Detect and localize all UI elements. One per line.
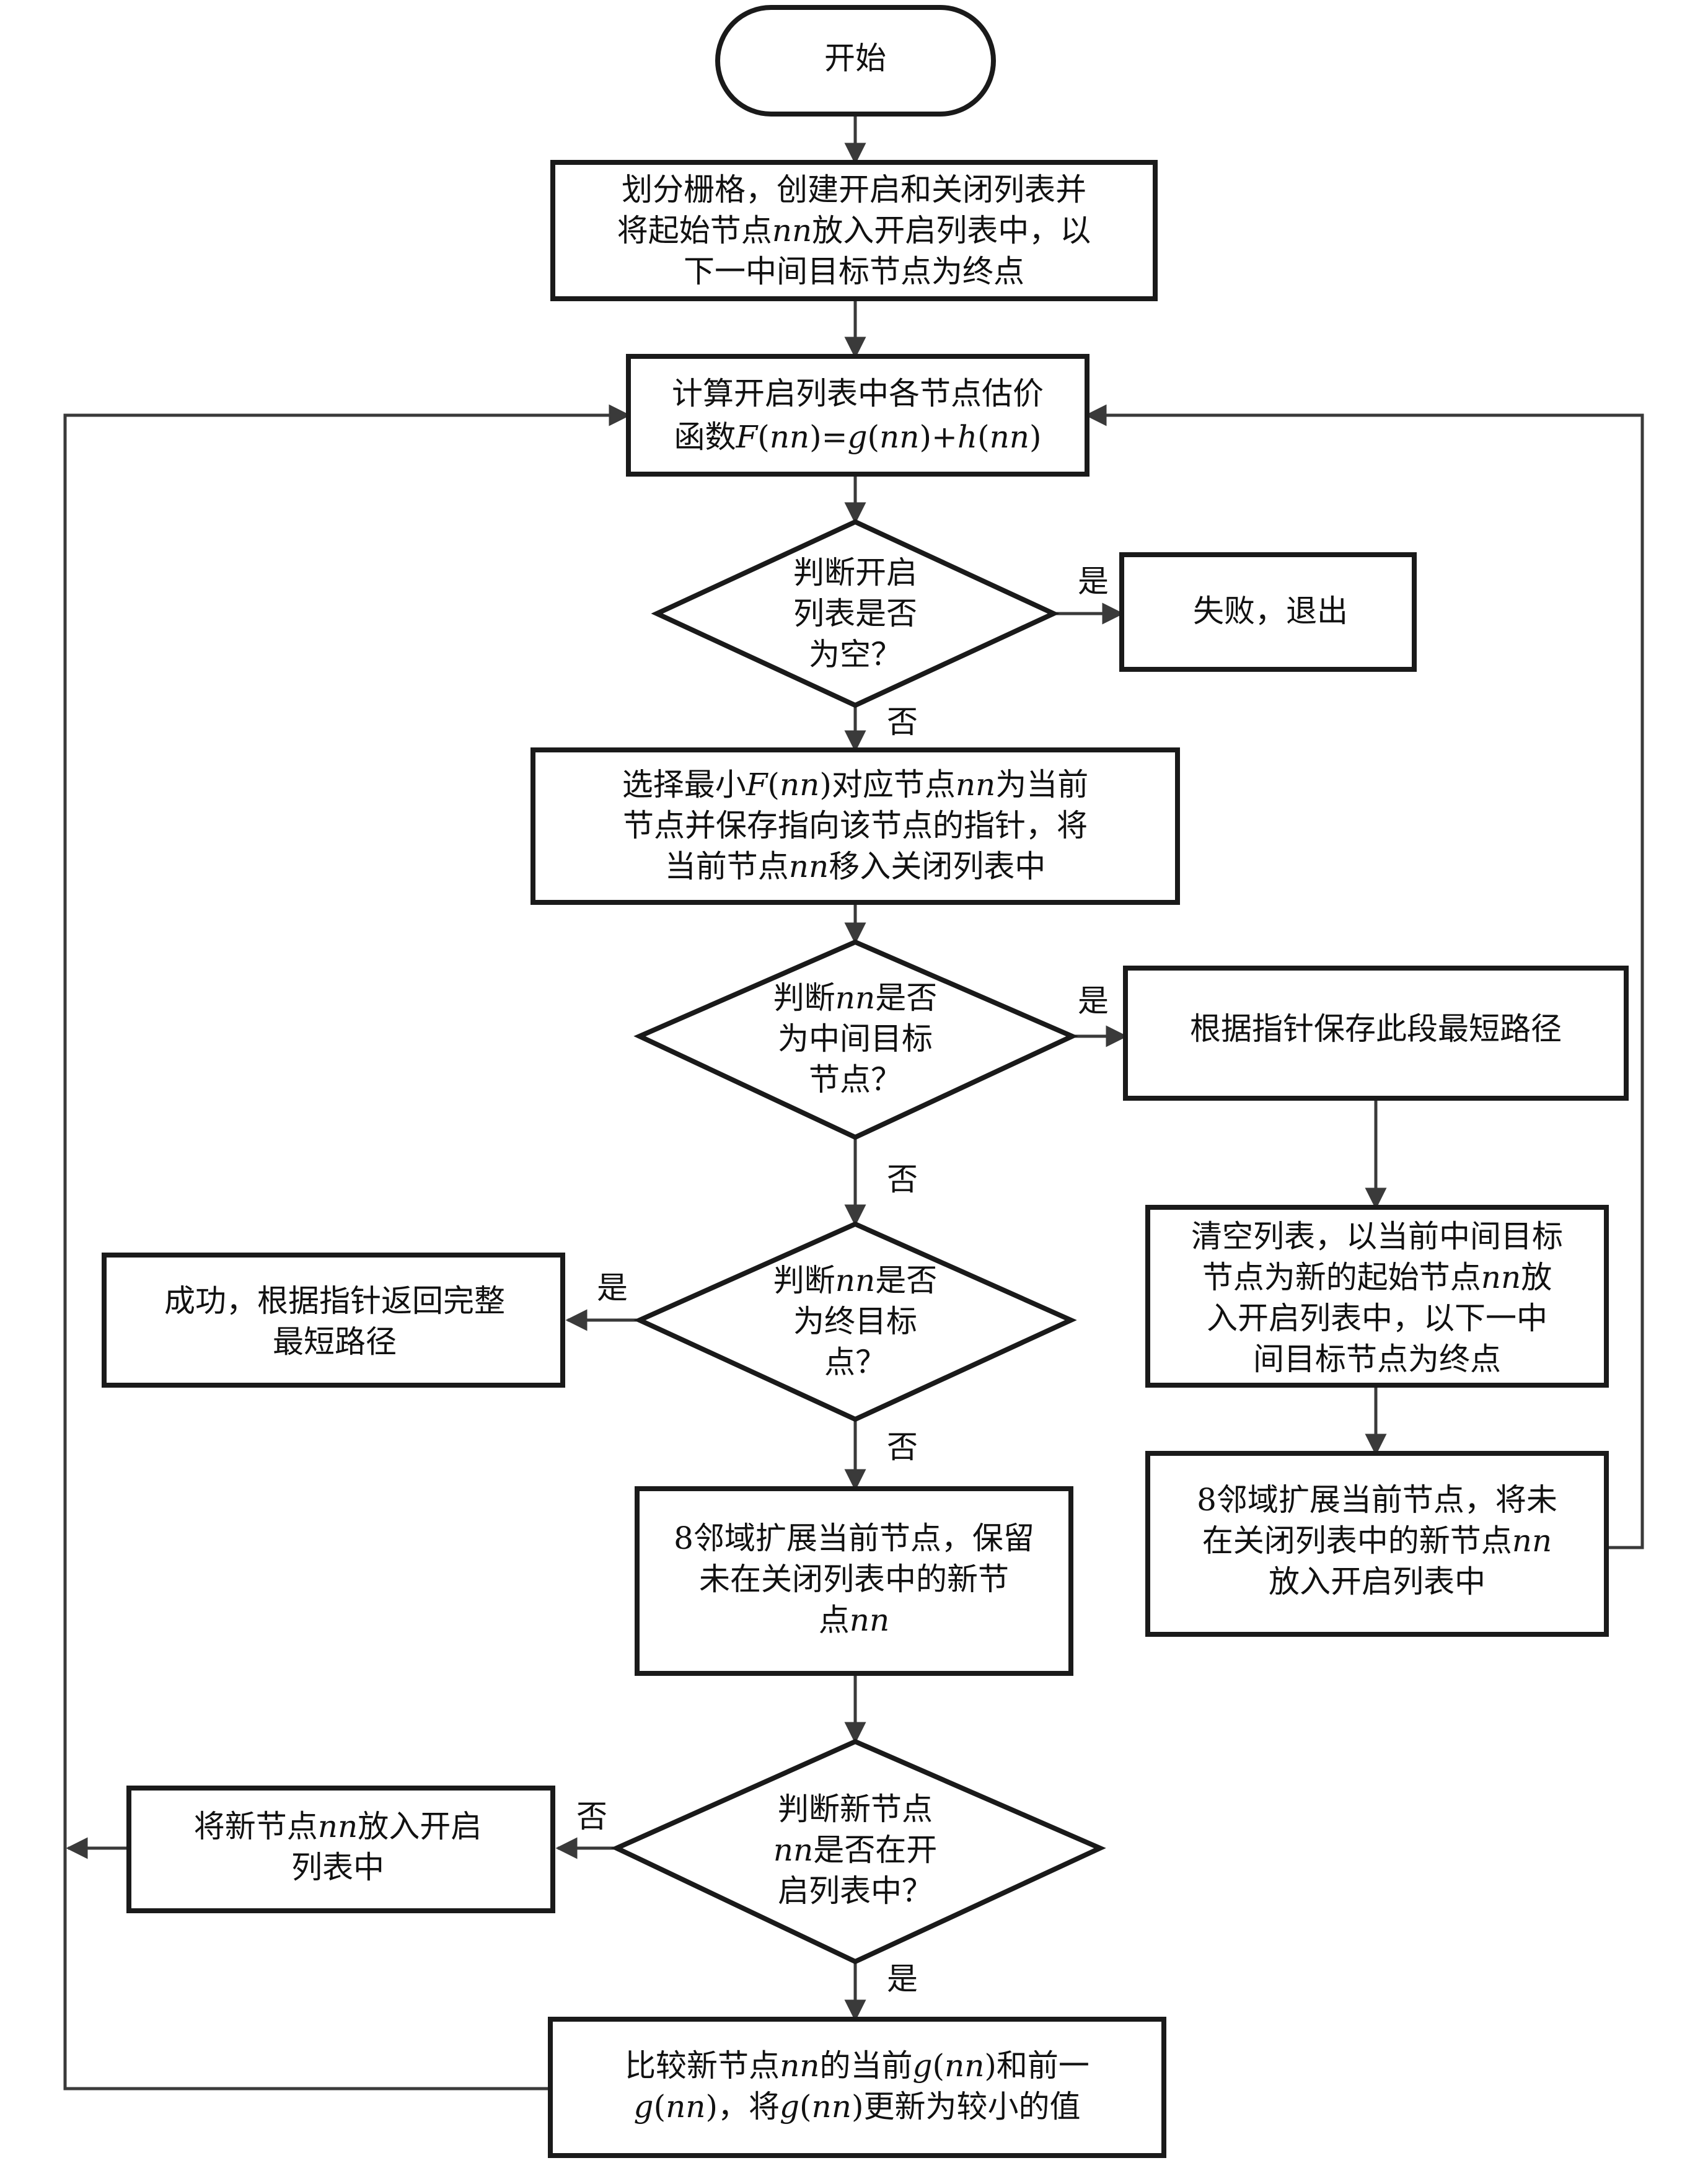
edge-label-mid-no: 否 — [887, 1161, 918, 1197]
success-text-line: 最短路径 — [273, 1324, 397, 1360]
mid-question-diamond — [633, 939, 1078, 1140]
mid-q-text-line: 为中间目标 — [778, 1021, 933, 1057]
end-q-text-line: 点？ — [824, 1344, 886, 1380]
expand-text-line: 点nn — [819, 1602, 889, 1638]
node-texts: 开始划分栅格，创建开启和关闭列表并将起始节点nn放入开启列表中，以下一中间目标节… — [164, 40, 1563, 2125]
edge-labels: 是 否 是 否 是 否 否 是 — [576, 563, 1109, 1997]
edge-compare-calc-loop — [63, 404, 631, 2090]
clear-text-line: 间目标节点为终点 — [1253, 1341, 1501, 1377]
add-open-box — [126, 1786, 555, 1913]
edge-expandright-calc — [1085, 404, 1644, 1549]
clear-text-line: 入开启列表中，以下一中 — [1207, 1300, 1547, 1336]
end-q-text-line: 判断nn是否 — [773, 1262, 937, 1298]
open-q-text-line: nn是否在开 — [773, 1832, 937, 1868]
fail-text-line: 失败，退出 — [1193, 593, 1348, 629]
save-path-box — [1123, 966, 1629, 1101]
open-q-text-line: 判断新节点 — [778, 1791, 933, 1827]
edge-label-open-no: 否 — [576, 1799, 607, 1835]
empty-q-text-line: 判断开启 — [793, 555, 917, 591]
calc-text-line: 函数F(nn)=g(nn)+h(nn) — [674, 419, 1041, 455]
shapes — [102, 5, 1629, 2158]
clear-box — [1145, 1205, 1609, 1388]
fail-box — [1119, 552, 1417, 672]
edge-label-empty-no: 否 — [887, 704, 918, 740]
add-open-text-line: 列表中 — [291, 1849, 384, 1885]
edge-label-mid-yes: 是 — [1078, 983, 1109, 1019]
init-text-line: 划分栅格，创建开启和关闭列表并 — [622, 172, 1086, 208]
compare-text-line: 比较新节点nn的当前g(nn)和前一 — [625, 2048, 1090, 2084]
select-box — [530, 747, 1180, 905]
clear-text-line: 清空列表，以当前中间目标 — [1191, 1218, 1563, 1254]
expand-right-text-line: 8邻域扩展当前节点，将未 — [1197, 1482, 1557, 1518]
save-path-text-line: 根据指针保存此段最短路径 — [1190, 1011, 1562, 1047]
edge-label-end-yes: 是 — [597, 1270, 628, 1306]
success-box — [102, 1253, 565, 1388]
select-text-line: 当前节点nn移入关闭列表中 — [665, 848, 1045, 884]
edge-label-end-no: 否 — [887, 1429, 918, 1465]
expand-box — [635, 1486, 1073, 1676]
expand-text-line: 未在关闭列表中的新节 — [699, 1561, 1009, 1597]
select-text-line: 节点并保存指向该节点的指针，将 — [623, 808, 1088, 844]
empty-q-text-line: 列表是否 — [793, 596, 917, 632]
open-q-text-line: 启列表中？ — [778, 1873, 933, 1909]
empty-q-text-line: 为空？ — [809, 637, 902, 672]
open-question-diamond — [610, 1738, 1106, 1965]
compare-text-line: g(nn)，将g(nn)更新为较小的值 — [634, 2089, 1081, 2125]
add-open-text-line: 将新节点nn放入开启 — [194, 1808, 482, 1844]
calc-box — [626, 354, 1090, 477]
compare-box — [548, 2017, 1166, 2158]
end-question-diamond — [633, 1221, 1077, 1422]
expand-right-text-line: 在关闭列表中的新节点nn — [1202, 1523, 1552, 1559]
mid-q-text-line: 节点？ — [809, 1062, 902, 1098]
init-text-line: 将起始节点nn放入开启列表中，以 — [617, 213, 1091, 249]
calc-text-line: 计算开启列表中各节点估价 — [672, 376, 1044, 412]
edge-label-open-yes: 是 — [887, 1961, 918, 1997]
empty-question-diamond — [651, 519, 1060, 708]
clear-text-line: 节点为新的起始节点nn放 — [1202, 1259, 1552, 1295]
end-q-text-line: 为终目标 — [793, 1303, 917, 1339]
expand-text-line: 8邻域扩展当前节点，保留 — [674, 1520, 1034, 1556]
start-terminal — [715, 5, 996, 117]
init-text-line: 下一中间目标节点为终点 — [684, 253, 1024, 289]
connectors — [63, 115, 1644, 2090]
edge-label-empty-yes: 是 — [1078, 563, 1109, 599]
start-text-line: 开始 — [824, 40, 886, 76]
expand-right-box — [1145, 1451, 1609, 1637]
success-text-line: 成功，根据指针返回完整 — [164, 1283, 505, 1319]
mid-q-text-line: 判断nn是否 — [773, 980, 937, 1016]
select-text-line: 选择最小F(nn)对应节点nn为当前 — [622, 767, 1089, 803]
expand-right-text-line: 放入开启列表中 — [1269, 1564, 1486, 1600]
init-box — [550, 160, 1158, 301]
